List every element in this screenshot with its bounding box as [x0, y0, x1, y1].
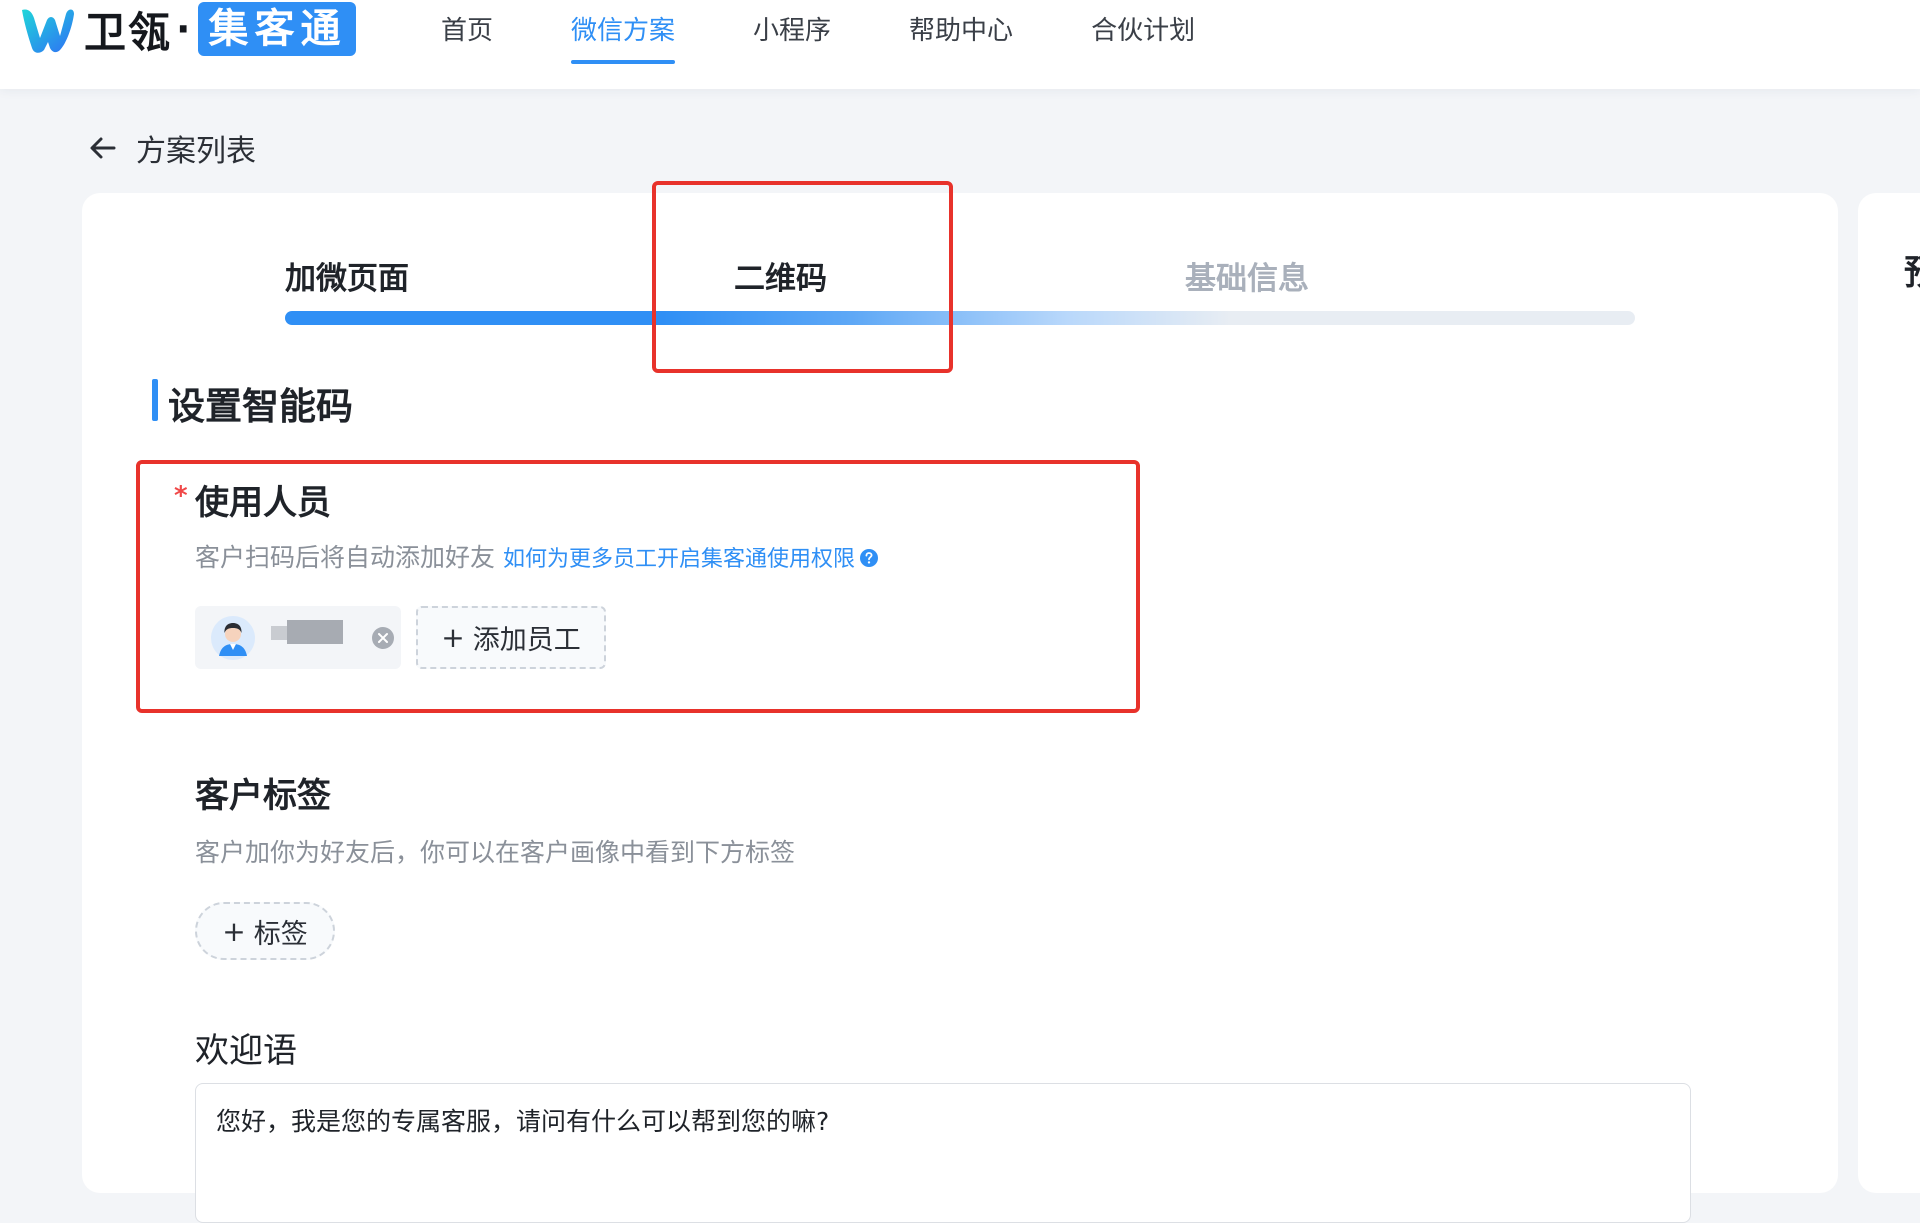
back-to-plan-list[interactable]: 方案列表: [88, 126, 256, 170]
required-mark: *: [174, 481, 188, 511]
add-tag-label: 标签: [253, 918, 308, 950]
step-basic-info[interactable]: 基础信息: [1185, 261, 1309, 297]
staff-permission-help-link[interactable]: 如何为更多员工开启集客通使用权限: [503, 547, 879, 572]
top-navigation-bar: 卫瓴 · 集客通 首页 微信方案 小程序 帮助中心 合伙计划: [0, 0, 1920, 89]
main-nav: 首页 微信方案 小程序 帮助中心 合伙计划: [441, 10, 1273, 64]
nav-item-partner-plan[interactable]: 合伙计划: [1091, 16, 1196, 46]
arrow-left-icon: [90, 137, 116, 159]
staff-description-text: 客户扫码后将自动添加好友: [195, 543, 496, 572]
welcome-message-input[interactable]: 您好，我是您的专属客服，请问有什么可以帮到您的嘛?: [195, 1083, 1691, 1223]
nav-item-mini-program[interactable]: 小程序: [753, 16, 832, 46]
staff-label: 使用人员: [195, 483, 331, 523]
user-avatar-icon: [211, 616, 255, 660]
employee-chip: [195, 606, 401, 669]
welcome-label: 欢迎语: [195, 1031, 297, 1071]
preview-panel: 预: [1858, 193, 1920, 1193]
add-employee-label: 添加员工: [472, 625, 581, 656]
nav-item-home[interactable]: 首页: [441, 16, 494, 46]
step-qr-code[interactable]: 二维码: [734, 261, 827, 297]
section-title: 设置智能码: [168, 385, 353, 428]
staff-permission-help-link-text: 如何为更多员工开启集客通使用权限: [502, 547, 855, 572]
close-circle-icon[interactable]: [371, 626, 395, 650]
nav-item-help-center[interactable]: 帮助中心: [909, 16, 1014, 46]
step-progress-track: [285, 311, 1635, 325]
nav-item-wechat-plan[interactable]: 微信方案: [571, 10, 676, 64]
logo-brand-text: 卫瓴: [84, 7, 173, 57]
logo-separator: ·: [176, 7, 191, 51]
logo[interactable]: 卫瓴 · 集客通: [20, 2, 357, 57]
back-label: 方案列表: [136, 134, 256, 169]
staff-description: 客户扫码后将自动添加好友 如何为更多员工开启集客通使用权限: [195, 538, 879, 574]
step-progress-fill: [285, 311, 1635, 325]
plus-icon: +: [222, 914, 246, 948]
logo-product-badge: 集客通: [198, 2, 357, 56]
plus-icon: +: [441, 621, 465, 654]
tags-label: 客户标签: [195, 776, 331, 816]
employee-name-redacted: [271, 620, 343, 644]
logo-mark-icon: [22, 9, 74, 53]
tags-description: 客户加你为好友后，你可以在客户画像中看到下方标签: [195, 838, 796, 867]
section-accent-bar: [152, 379, 158, 421]
add-tag-button[interactable]: + 标签: [195, 902, 335, 960]
question-circle-icon: [859, 549, 878, 567]
step-add-wechat-page[interactable]: 加微页面: [285, 261, 409, 297]
plan-editor-card: 加微页面 二维码 基础信息 设置智能码 * 使用人员 客户扫码后将自动添加好友 …: [82, 193, 1838, 1223]
add-employee-button[interactable]: + 添加员工: [416, 606, 606, 669]
preview-panel-title: 预: [1904, 245, 1920, 294]
